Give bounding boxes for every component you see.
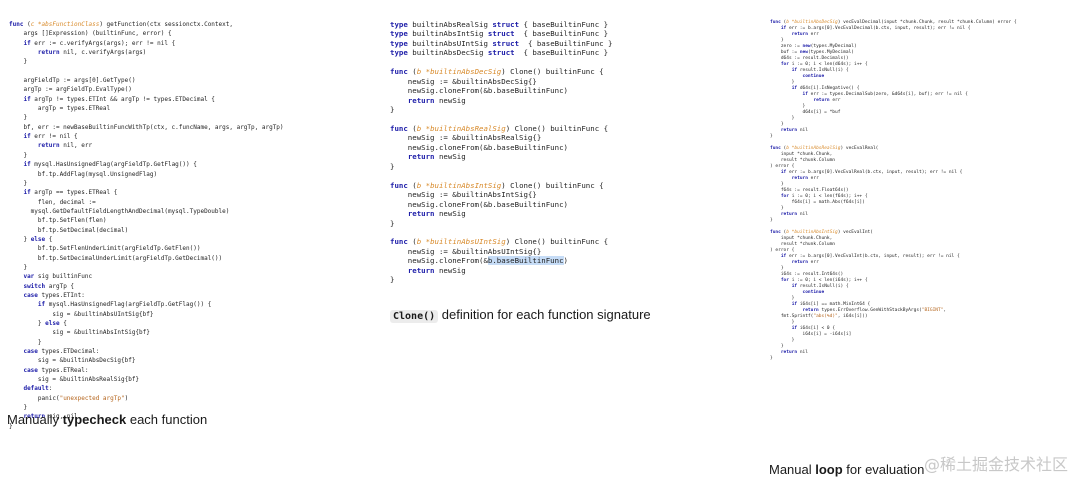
caption-typecheck: Manually typecheck each function	[7, 412, 207, 427]
caption-typecheck-suffix: each function	[126, 412, 208, 427]
code-block-loop: func (b *builtinAbsDecSig) vecEvalDecima…	[770, 20, 1017, 361]
caption-typecheck-keyword: typecheck	[62, 412, 127, 427]
selected-text-highlight: b.baseBuiltinFunc	[487, 256, 564, 266]
code-block-typecheck: func (c *absFunctionClass) getFunction(c…	[9, 21, 284, 430]
caption-loop: Manual loop for evaluation	[769, 462, 924, 477]
caption-loop-suffix: for evaluation	[842, 462, 925, 477]
code-panel-typecheck: func (c *absFunctionClass) getFunction(c…	[9, 20, 339, 430]
caption-loop-keyword: loop	[815, 462, 843, 477]
code-block-clone: type builtinAbsRealSig struct { baseBuil…	[390, 20, 613, 285]
caption-loop-prefix: Manual	[769, 462, 816, 477]
caption-clone: Clone() definition for each function sig…	[390, 307, 651, 323]
caption-clone-suffix: definition for each function signature	[438, 307, 651, 322]
watermark: @稀土掘金技术社区	[923, 455, 1068, 474]
caption-clone-code: Clone()	[390, 310, 439, 323]
code-panel-loop: func (b *builtinAbsDecSig) vecEvalDecima…	[770, 20, 1070, 445]
code-panel-clone: type builtinAbsRealSig struct { baseBuil…	[390, 20, 670, 285]
caption-typecheck-prefix: Manually	[7, 412, 63, 427]
